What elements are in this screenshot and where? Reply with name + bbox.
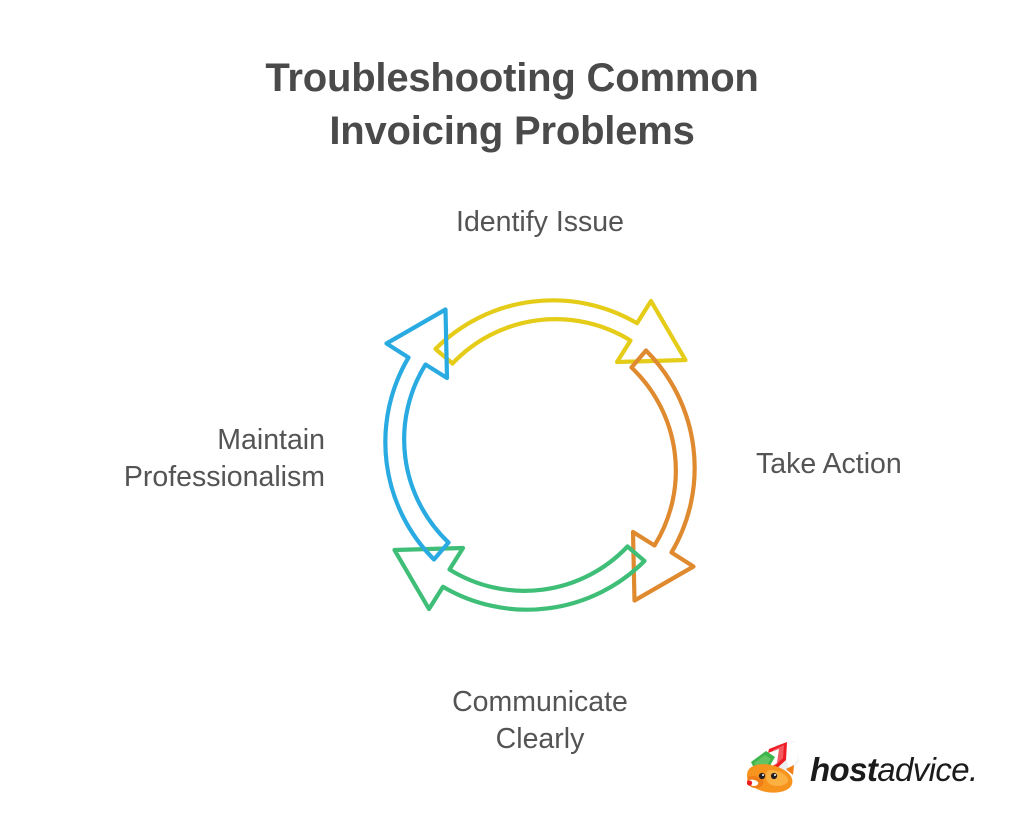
fox-mark-svg: [746, 741, 799, 793]
orange-curved-arrow: [629, 348, 697, 603]
cycle-label-communicate-clearly: Communicate Clearly: [452, 686, 628, 756]
page-title-line-2: Invoicing Problems: [329, 108, 695, 153]
logo-text-advice: advice.: [877, 750, 978, 788]
logo-text-host: host: [810, 750, 878, 788]
cycle-label-take-action: Take Action: [756, 448, 902, 480]
cycle-label-identify-issue: Identify Issue: [456, 206, 624, 238]
yellow-curved-arrow: [433, 298, 688, 366]
page-title: Troubleshooting Common Invoicing Problem…: [0, 52, 1024, 158]
cycle-arrows-svg: [383, 298, 697, 612]
cycle-label-maintain-professionalism: Maintain Professionalism: [123, 424, 325, 494]
hostadvice-logo: hostadvice.: [742, 733, 990, 803]
hostadvice-wordmark: hostadvice.: [810, 753, 978, 786]
green-curved-arrow: [392, 544, 647, 612]
page-title-line-1: Troubleshooting Common: [265, 56, 759, 100]
hostadvice-fox-logo: [742, 739, 804, 797]
blue-curved-arrow: [383, 307, 451, 562]
